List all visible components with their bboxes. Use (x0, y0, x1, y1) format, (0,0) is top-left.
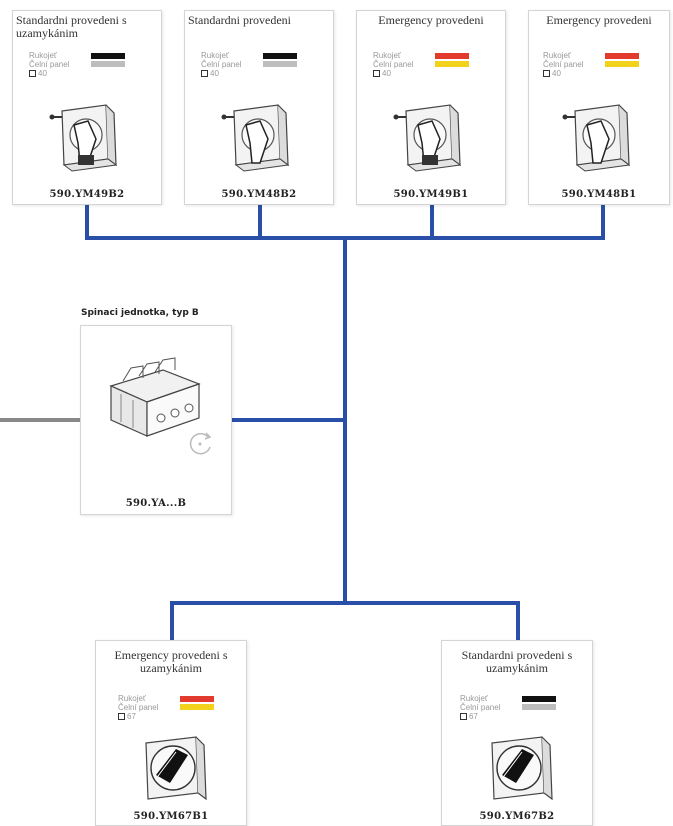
variant-card-1[interactable]: Standardni provedeni s uzamykánim Rukoje… (12, 10, 162, 205)
panel-color-swatch (180, 704, 214, 710)
checkbox-icon (201, 70, 208, 77)
legend-size-label: 40 (552, 69, 561, 78)
variant-legend: Rukojeť Čelní panel 67 (460, 694, 570, 721)
variant-card-6[interactable]: Standardni provedeni s uzamykánim Rukoje… (441, 640, 593, 826)
variant-code: 590.YM48B1 (561, 189, 637, 200)
variant-title: Emergency provedeni (378, 13, 484, 27)
rotary-handle-icon (221, 104, 290, 172)
variant-card-3[interactable]: Emergency provedeni Rukojeť Čelní panel … (356, 10, 506, 205)
legend-handle-label: Rukojeť (118, 694, 146, 703)
legend-panel-label: Čelní panel (118, 703, 159, 712)
panel-color-swatch (605, 61, 639, 67)
legend-size-label: 40 (382, 69, 391, 78)
legend-handle-label: Rukojeť (460, 694, 488, 703)
variant-legend: Rukojeť Čelní panel 40 (201, 51, 311, 78)
checkbox-icon (373, 70, 380, 77)
variant-legend: Rukojeť Čelní panel 40 (29, 51, 139, 78)
emergency-handle-icon (562, 104, 631, 172)
switch-unit-icon (109, 357, 201, 437)
variant-card-4[interactable]: Emergency provedeni Rukojeť Čelní panel … (528, 10, 670, 205)
panel-color-swatch (263, 61, 297, 67)
legend-panel-label: Čelní panel (543, 60, 584, 69)
variant-code: 590.YM49B1 (393, 189, 469, 200)
checkbox-icon (29, 70, 36, 77)
variant-title: Standardni provedeni (188, 13, 291, 27)
panel-color-swatch (435, 61, 469, 67)
variant-legend: Rukojeť Čelní panel 40 (543, 51, 653, 78)
legend-size-label: 67 (469, 712, 478, 721)
checkbox-icon (118, 713, 125, 720)
panel-color-swatch (522, 704, 556, 710)
variant-title: Standardni provedeni s uzamykánim (461, 648, 573, 675)
variant-title: Emergency provedeni s uzamykánim (114, 648, 228, 675)
legend-handle-label: Rukojeť (29, 51, 57, 60)
emergency-round-handle-lockable-icon (145, 736, 207, 801)
legend-panel-label: Čelní panel (373, 60, 414, 69)
handle-color-swatch (605, 53, 639, 59)
handle-color-swatch (263, 53, 297, 59)
variant-card-2[interactable]: Standardni provedeni Rukojeť Čelní panel… (184, 10, 334, 205)
rotary-handle-lockable-icon (49, 104, 118, 172)
legend-handle-label: Rukojeť (373, 51, 401, 60)
legend-size-label: 67 (127, 712, 136, 721)
handle-color-swatch (180, 696, 214, 702)
variant-code: 590.YM67B1 (133, 811, 209, 822)
switch-unit-code: 590.YA...B (125, 498, 187, 509)
emergency-handle-lockable-icon (393, 104, 462, 172)
variant-title: Standardni provedeni s uzamykánim (16, 13, 127, 40)
legend-size-label: 40 (210, 69, 219, 78)
rotation-arrow-icon (189, 432, 212, 455)
panel-color-swatch (91, 61, 125, 67)
legend-panel-label: Čelní panel (460, 703, 501, 712)
variant-title: Emergency provedeni (546, 13, 652, 27)
variant-code: 590.YM48B2 (221, 189, 297, 200)
handle-color-swatch (435, 53, 469, 59)
switch-unit-caption: Spinaci jednotka, typ B (81, 308, 199, 318)
handle-color-swatch (522, 696, 556, 702)
checkbox-icon (460, 713, 467, 720)
legend-handle-label: Rukojeť (201, 51, 229, 60)
legend-handle-label: Rukojeť (543, 51, 571, 60)
round-handle-lockable-icon (491, 736, 553, 801)
variant-card-5[interactable]: Emergency provedeni s uzamykánim Rukojeť… (95, 640, 247, 826)
legend-panel-label: Čelní panel (201, 60, 242, 69)
legend-size-label: 40 (38, 69, 47, 78)
legend-panel-label: Čelní panel (29, 60, 70, 69)
variant-legend: Rukojeť Čelní panel 40 (373, 51, 483, 78)
handle-color-swatch (91, 53, 125, 59)
variant-legend: Rukojeť Čelní panel 67 (118, 694, 228, 721)
variant-code: 590.YM49B2 (49, 189, 125, 200)
variant-code: 590.YM67B2 (479, 811, 555, 822)
connector-tree (85, 203, 605, 642)
switch-unit-card[interactable]: 590.YA...B (80, 325, 232, 515)
checkbox-icon (543, 70, 550, 77)
